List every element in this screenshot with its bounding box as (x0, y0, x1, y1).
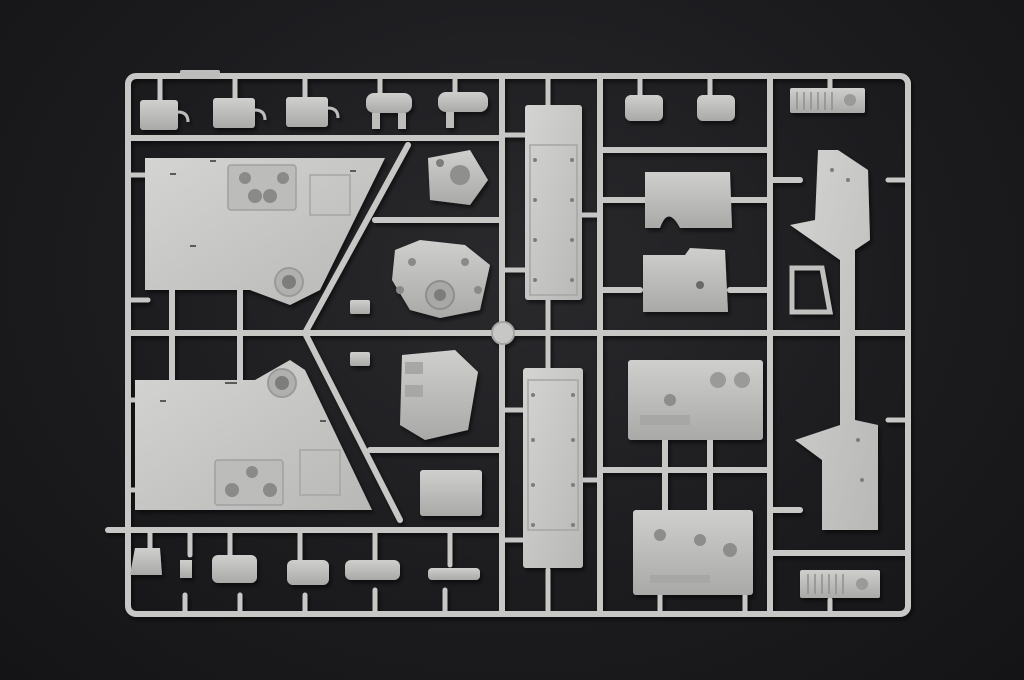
small-part-box-3 (286, 97, 340, 127)
cylinder-part-1 (625, 95, 663, 121)
small-part-box-2 (213, 98, 267, 128)
sprue-center-hub (491, 321, 515, 345)
bracket-small-2 (350, 352, 370, 366)
bottom-part-bracket (130, 548, 162, 575)
gearbox-cover (400, 350, 478, 440)
radiator-grille-top (790, 88, 865, 113)
small-box-center (420, 470, 482, 516)
cylinder-part-2 (697, 95, 735, 121)
housing-block-2 (643, 248, 728, 312)
hull-side-plate-upper (145, 158, 385, 305)
engine-cover (392, 240, 490, 318)
bottom-part-cylinder (345, 560, 400, 580)
engine-block-lower (633, 510, 753, 595)
small-part-cylinder-2 (438, 92, 488, 128)
housing-block-1 (645, 172, 732, 228)
radiator-grille-bottom (800, 570, 880, 598)
sprue-frame (105, 73, 911, 617)
gear-housing-upper (428, 150, 488, 205)
tall-plate-lower (523, 368, 583, 568)
bottom-part-clip (180, 560, 192, 578)
bottom-part-pump (287, 560, 329, 585)
long-side-rail (790, 150, 878, 530)
bottom-part-motor (212, 555, 257, 583)
hull-side-plate-lower (135, 360, 372, 510)
small-part-box-1 (140, 100, 190, 130)
frame-bracket-right (789, 265, 833, 315)
bracket-small-1 (350, 300, 370, 314)
small-part-cylinder-1 (366, 93, 412, 129)
engine-block-upper (628, 360, 763, 440)
sprue-tag (180, 70, 220, 79)
bottom-part-rod (428, 568, 480, 580)
tall-plate-upper (525, 105, 582, 300)
sprue-gates (125, 73, 911, 617)
